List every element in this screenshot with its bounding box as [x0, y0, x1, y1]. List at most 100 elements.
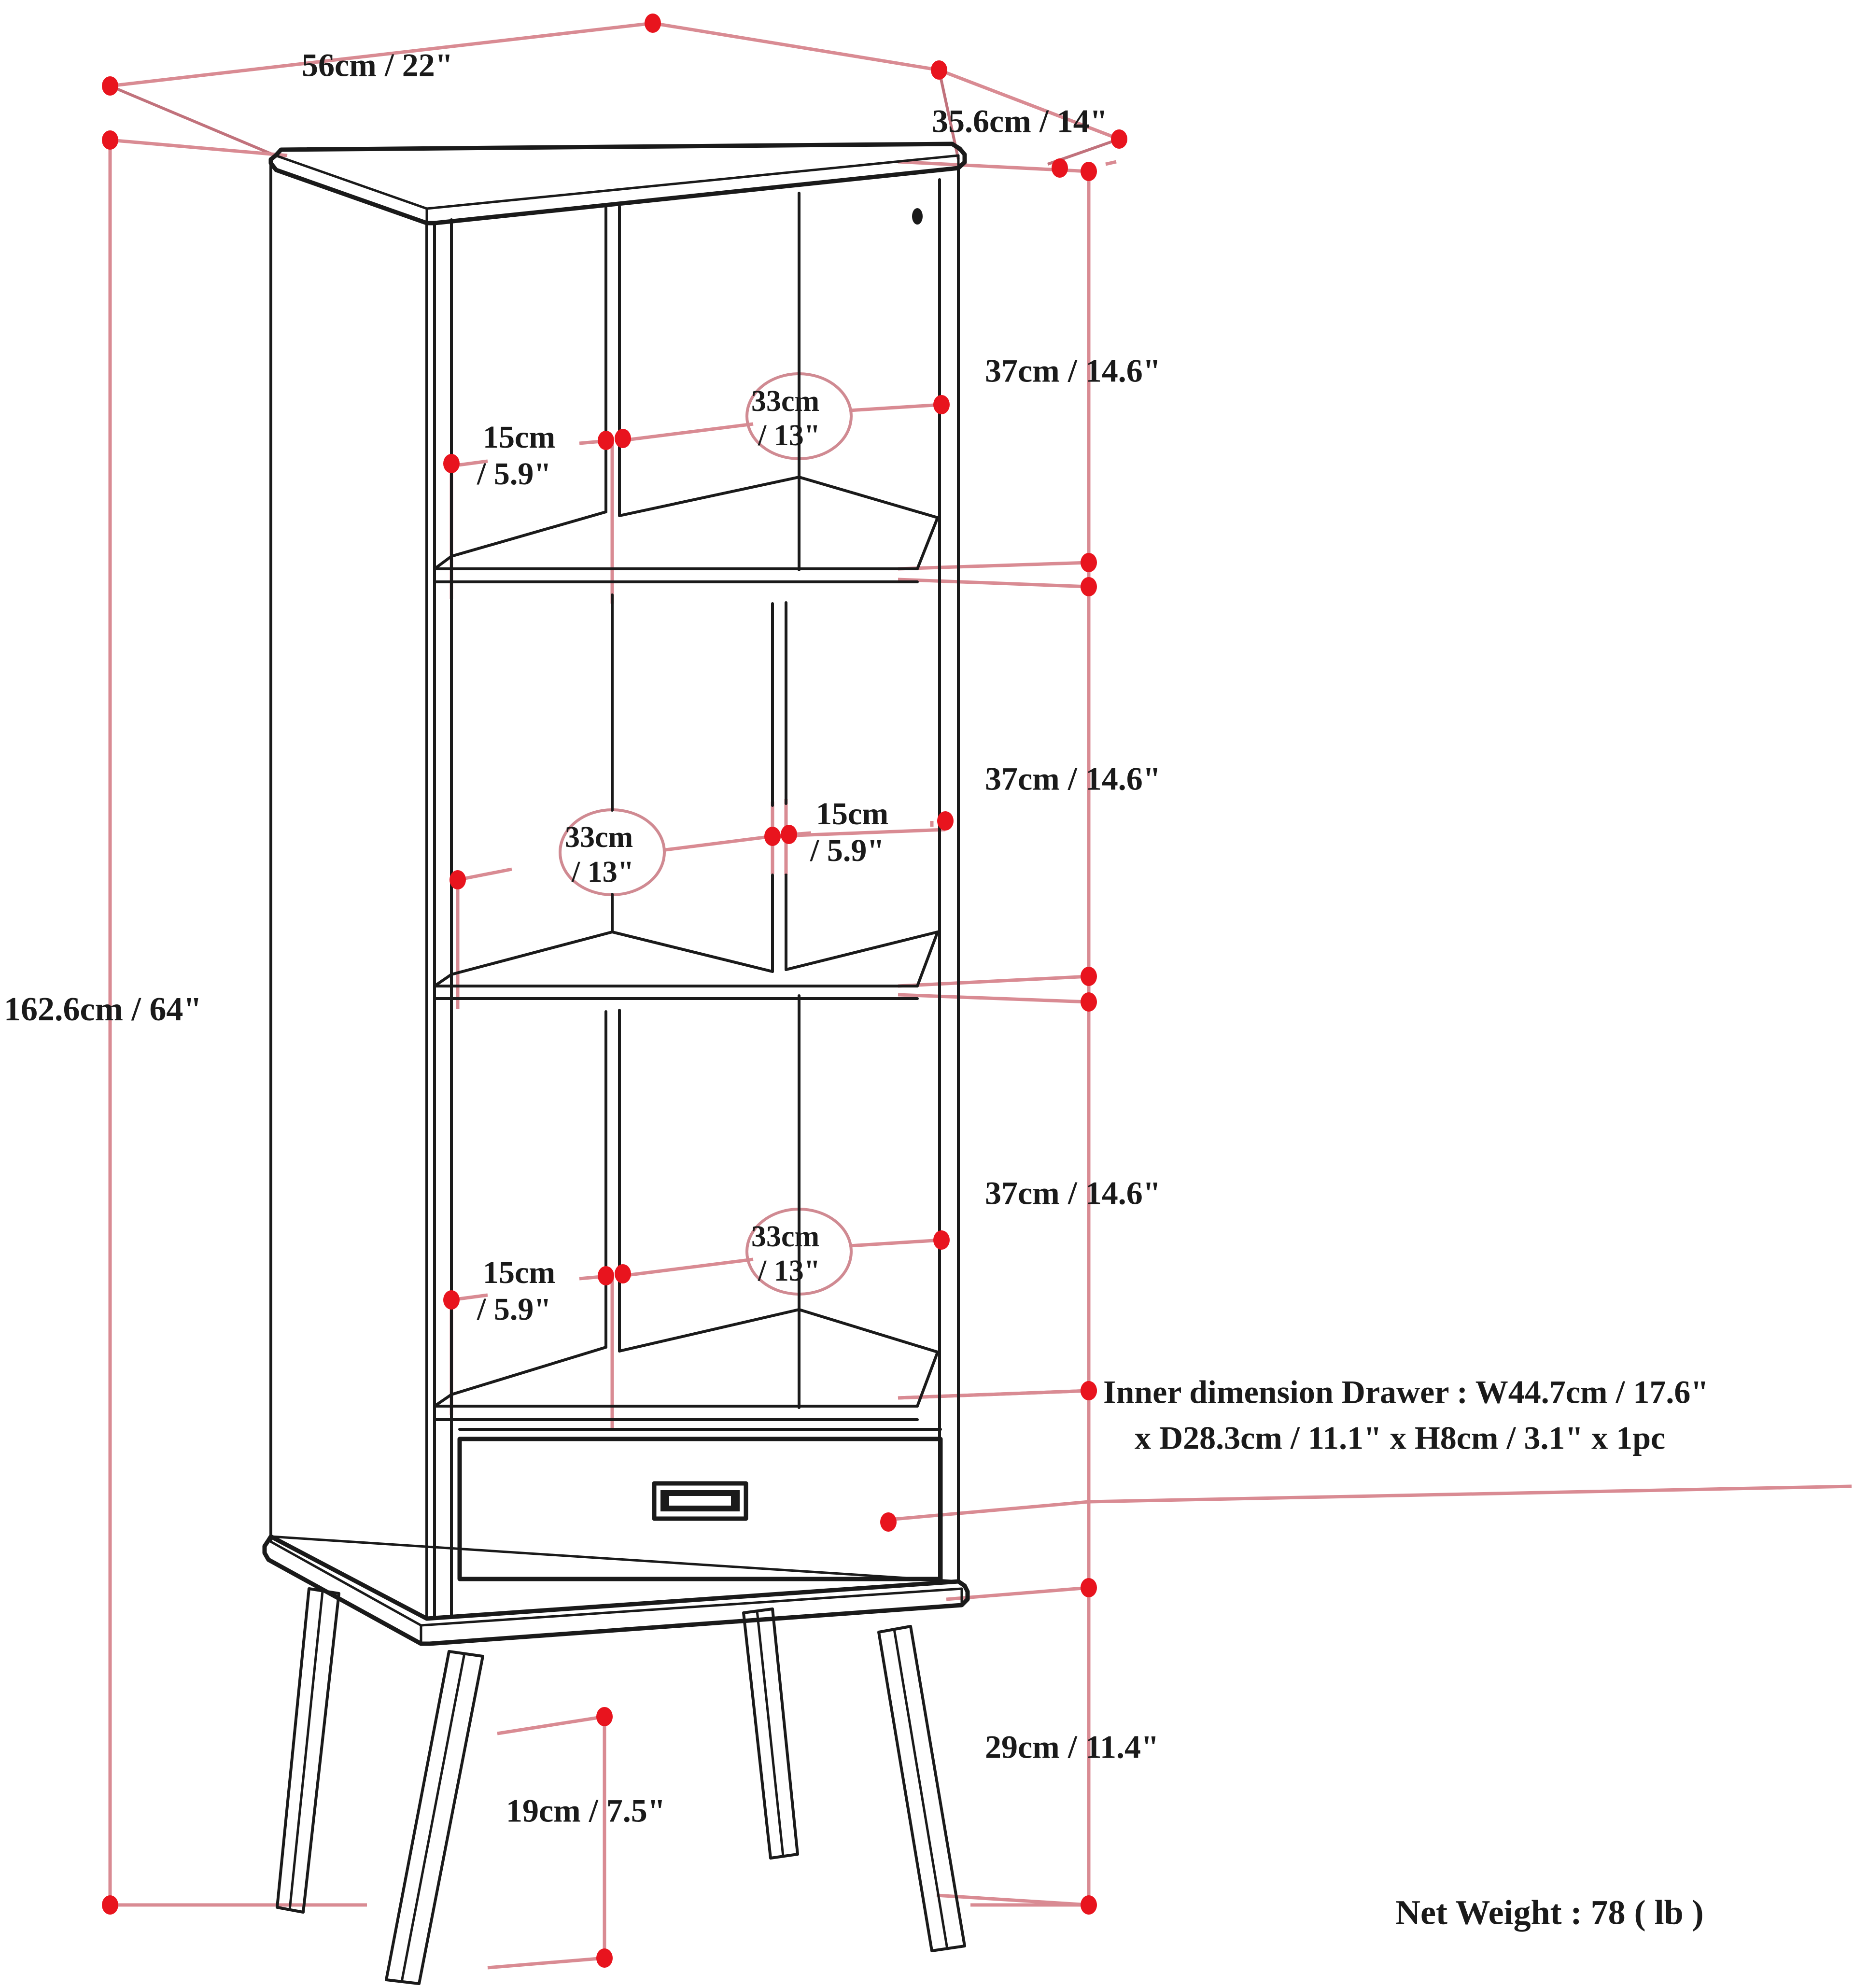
top-panel-outline: [268, 141, 967, 226]
dimension-markers-group: [102, 14, 1127, 1968]
shelf-3-right-corner: [916, 1351, 939, 1408]
marker-s1-15-right-a: [598, 431, 614, 450]
dim-leader-r2a: [898, 974, 1089, 988]
label-leg-height: 29cm / 11.4": [985, 1729, 1159, 1765]
marker-depth-right: [1111, 129, 1127, 149]
leg-front-left-crease: [400, 1652, 466, 1983]
shelf-1-left-riser: [450, 510, 607, 558]
dim-drawer-lower-leader-a: [883, 1500, 1089, 1522]
dimension-lines-group: [108, 21, 1852, 1970]
marker-drawer-face: [880, 1512, 897, 1532]
marker-width-left: [102, 76, 118, 96]
marker-spread-bottom: [596, 1948, 613, 1968]
dim-leg-spread-bottom-leader: [487, 1956, 605, 1970]
marker-s3-15-right-b: [615, 1264, 631, 1283]
leg-back-right: [742, 1607, 799, 1860]
shelf-1-right-corner: [916, 516, 939, 570]
dim-s2-33-rightleader: [665, 833, 780, 852]
dim-leg-height-top-leader: [946, 1586, 1089, 1601]
marker-depth-low: [1081, 162, 1097, 181]
shelf-2-left-riser: [611, 931, 774, 973]
label-cube-15cm-1-line1: 15cm: [483, 420, 555, 455]
marker-s2-15-left-b: [781, 825, 797, 844]
label-cube-15cm-2-line2: / 5.9": [810, 833, 885, 868]
dimension-labels-group: 56cm / 22" 35.6cm / 14" 162.6cm / 64" 37…: [4, 47, 1709, 1932]
dim-s2-left-tick: [457, 867, 512, 882]
shelf-3-left-corner: [433, 1393, 453, 1408]
label-cube-33cm-3-line1: 33cm: [751, 1220, 819, 1253]
leg-back-left-crease: [288, 1590, 324, 1911]
marker-s3-15-left: [443, 1290, 460, 1310]
base-plinth-outline: [262, 1534, 970, 1646]
label-depth-top: 35.6cm / 14": [932, 103, 1108, 140]
drawer-pull-slot: [669, 1496, 731, 1506]
shelf-1-back-edge: [618, 476, 939, 519]
label-cube-15cm-3-line2: / 5.9": [477, 1292, 551, 1327]
marker-shelf2-bottom-a: [1081, 967, 1097, 986]
label-net-weight: Net Weight : 78 ( lb ): [1395, 1893, 1704, 1932]
dim-width-lower-tick: [110, 138, 288, 157]
dim-s3-33-leftleader: [622, 1257, 754, 1278]
dim-leg-spread-top-leader: [497, 1715, 605, 1735]
label-shelf-height-1: 37cm / 14.6": [985, 352, 1161, 389]
marker-depth-low2: [1052, 158, 1068, 178]
dim-drawer-upper-leader: [898, 1389, 1089, 1400]
marker-height-bottom: [102, 1895, 118, 1915]
dim-width-top-left-leg: [110, 21, 653, 88]
marker-height-top: [102, 130, 118, 150]
dim-leader-r1a: [898, 561, 1089, 571]
label-cube-15cm-3-line1: 15cm: [483, 1255, 555, 1290]
label-total-height: 162.6cm / 64": [4, 991, 202, 1028]
dim-s2-15-leader: [771, 828, 946, 838]
label-cube-15cm-2-line1: 15cm: [816, 796, 888, 832]
marker-leg-top: [1081, 1578, 1097, 1597]
dim-depth-top-left-leg: [938, 68, 1120, 141]
dim-s3-33-rightleader: [849, 1238, 942, 1248]
leg-front-right: [877, 1625, 966, 1952]
marker-s1-15-left: [443, 454, 460, 473]
marker-s3-33-right: [933, 1230, 950, 1250]
shelf-1-left-corner: [433, 555, 453, 570]
marker-s2-15-left-a: [764, 827, 781, 846]
shelf-3-back-edge: [618, 1308, 939, 1354]
dim-width-top-left-drop: [109, 85, 276, 157]
base-plinth-back-edge: [269, 1535, 960, 1583]
marker-s3-15-right-a: [598, 1266, 614, 1285]
marker-s2-15-right: [937, 811, 954, 831]
label-drawer-inner-line2: x D28.3cm / 11.1" x H8cm / 3.1" x 1pc: [1135, 1420, 1665, 1456]
cabinet-line-art: [262, 141, 970, 1985]
drawer-front-face: [457, 1437, 943, 1581]
shelf-3-left-riser: [450, 1346, 607, 1396]
marker-width-right: [931, 60, 947, 80]
label-cube-33cm-1-line2: / 13": [758, 419, 820, 452]
cam-lock-detail-icon: [912, 208, 923, 225]
top-panel-back-edge: [280, 142, 954, 151]
leg-front-right-crease: [893, 1628, 949, 1950]
dim-width-top-right-leg: [652, 21, 940, 72]
label-shelf-height-2: 37cm / 14.6": [985, 761, 1161, 797]
top-panel-front-ridge: [274, 154, 960, 210]
marker-drawer-top: [1081, 1381, 1097, 1400]
dim-depth-top-connector: [1105, 160, 1117, 166]
dim-s1-33-rightleader: [849, 403, 942, 412]
marker-shelf2-bottom-b: [1081, 992, 1097, 1012]
label-shelf-height-3: 37cm / 14.6": [985, 1175, 1161, 1212]
dim-leader-r1b: [898, 578, 1089, 589]
label-cube-33cm-2-line1: 33cm: [565, 821, 633, 854]
leg-back-left: [276, 1587, 340, 1914]
dim-leg-height-bottom-leader: [936, 1893, 1089, 1907]
shelf-2-back-left: [450, 931, 614, 976]
dim-leader-r2b: [898, 993, 1089, 1004]
shelf-2-right-corner: [916, 931, 939, 987]
leg-front-left: [385, 1650, 484, 1985]
label-cube-33cm-1-line1: 33cm: [751, 385, 819, 418]
marker-s2-33-left: [449, 870, 466, 889]
marker-width-apex: [645, 14, 661, 33]
marker-s1-33-right: [933, 395, 950, 414]
label-leg-spread: 19cm / 7.5": [506, 1792, 665, 1829]
marker-s1-15-right-b: [615, 429, 631, 448]
label-cube-33cm-2-line2: / 13": [571, 856, 634, 888]
dim-s1-33-leftleader: [622, 422, 754, 442]
